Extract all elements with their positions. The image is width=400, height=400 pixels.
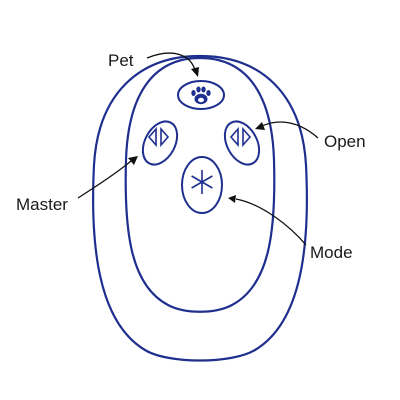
open-leader xyxy=(255,121,319,139)
master-button[interactable] xyxy=(136,116,184,171)
master-leader xyxy=(77,156,138,199)
open-arrows-icon xyxy=(229,126,252,148)
mode-button[interactable] xyxy=(181,156,223,214)
remote-body xyxy=(92,54,308,362)
master-arrows-icon xyxy=(147,126,170,148)
label-mode: Mode xyxy=(310,243,353,262)
remote-outer-shell xyxy=(92,54,308,362)
open-button[interactable] xyxy=(218,116,266,171)
label-open: Open xyxy=(324,132,366,151)
pet-leader xyxy=(146,52,199,77)
label-pet: Pet xyxy=(108,51,134,70)
label-master: Master xyxy=(16,195,68,214)
pet-button[interactable] xyxy=(177,80,225,110)
paw-icon xyxy=(191,86,211,105)
mode-leader xyxy=(228,195,307,246)
remote-inner-face xyxy=(124,56,276,313)
asterisk-icon xyxy=(191,170,213,194)
